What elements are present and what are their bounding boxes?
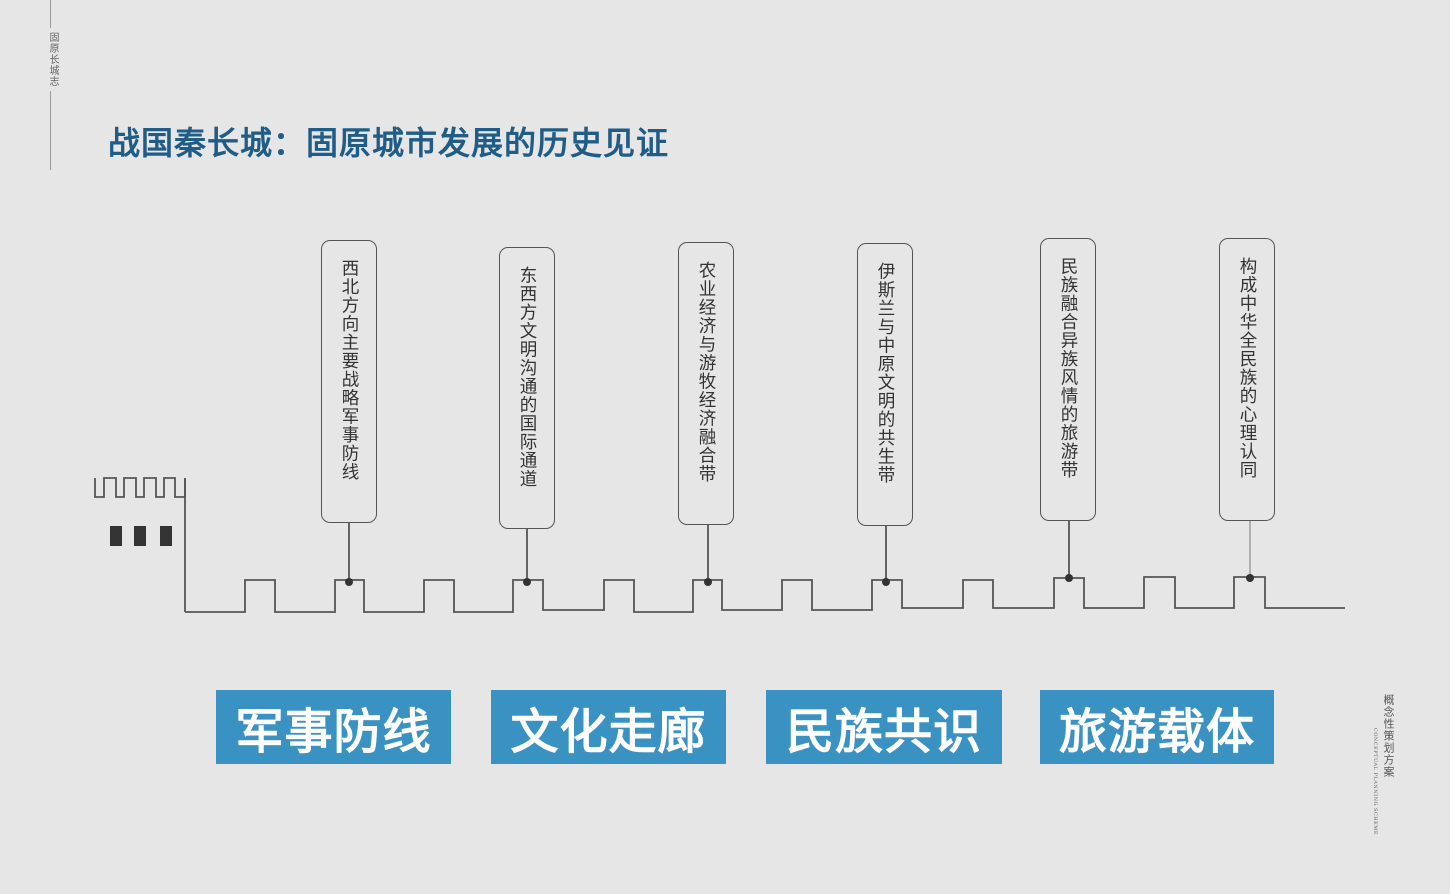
connector [345, 523, 353, 586]
node-bubble: 东西方文明沟通的国际通道 [499, 247, 555, 529]
pillar-tourism-carrier: 旅游载体 [1040, 690, 1274, 764]
connector-dot [1065, 574, 1073, 582]
node-label: 西北方向主要战略军事防线 [339, 259, 359, 481]
node-bubble: 西北方向主要战略军事防线 [321, 240, 377, 523]
node-label: 民族融合异族风情的旅游带 [1058, 257, 1078, 479]
footer-note: 概念性策划方案 CONCEPTUAL PLANNING SCHEME [1372, 694, 1396, 835]
node-label: 东西方文明沟通的国际通道 [517, 266, 537, 488]
node-label: 农业经济与游牧经济融合带 [696, 261, 716, 483]
connector-dot [882, 578, 890, 586]
connector-dot [523, 578, 531, 586]
pillar-cultural-corridor: 文化走廊 [491, 690, 726, 764]
connector [1246, 521, 1254, 582]
tower-window [160, 526, 172, 546]
page-title: 战国秦长城：固原城市发展的历史见证 [108, 124, 670, 162]
connector [704, 525, 712, 586]
node-bubble: 农业经济与游牧经济融合带 [678, 242, 734, 525]
tower-window [134, 526, 146, 546]
node-label: 伊斯兰与中原文明的共生带 [875, 262, 895, 484]
tower-window [110, 526, 122, 546]
node-bubble: 构成中华全民族的心理认同 [1219, 238, 1275, 521]
footer-cn: 概念性策划方案 [1382, 694, 1395, 778]
pillar-ethnic-consensus: 民族共识 [766, 690, 1002, 764]
connector [523, 529, 531, 586]
connector-dot [704, 578, 712, 586]
connector [1065, 521, 1073, 582]
node-bubble: 民族融合异族风情的旅游带 [1040, 238, 1096, 521]
wall-battlement [185, 576, 1345, 613]
connector-dot [345, 578, 353, 586]
side-label: 固原长城志 [40, 28, 60, 91]
footer-en: CONCEPTUAL PLANNING SCHEME [1372, 728, 1378, 836]
node-label: 构成中华全民族的心理认同 [1237, 257, 1257, 479]
node-bubble: 伊斯兰与中原文明的共生带 [857, 243, 913, 526]
connector-dot [1246, 574, 1254, 582]
pillar-military-defense: 军事防线 [216, 690, 451, 764]
wall-tower [94, 477, 186, 498]
connector [882, 526, 890, 586]
